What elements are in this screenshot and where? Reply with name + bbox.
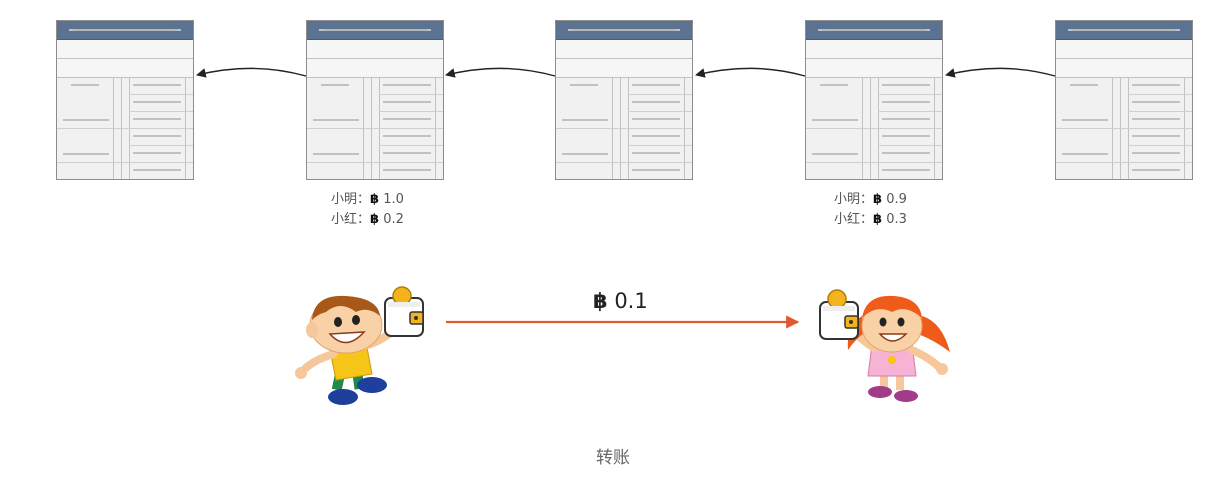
block-transaction-table: [806, 77, 942, 179]
girl-character: [845, 295, 950, 402]
balance-snapshot-1: 小明：฿ 1.0 小红：฿ 0.2: [331, 190, 404, 230]
block-transaction-table: [57, 77, 193, 179]
balance-line-xiaohong: 小红：฿ 0.3: [834, 210, 907, 230]
balance-line-xiaohong: 小红：฿ 0.2: [331, 210, 404, 230]
account-name: 小红：: [331, 212, 371, 227]
bitcoin-symbol-icon: ฿: [370, 212, 380, 227]
boy-character: [295, 295, 402, 405]
bitcoin-symbol-icon: ฿: [370, 192, 380, 207]
bitcoin-symbol-icon: ฿: [873, 212, 883, 227]
balance-snapshot-2: 小明：฿ 0.9 小红：฿ 0.3: [834, 190, 907, 230]
balance-line-xiaoming: 小明：฿ 0.9: [834, 190, 907, 210]
chain-link-arrow-4: [945, 67, 1056, 78]
balance-line-xiaoming: 小明：฿ 1.0: [331, 190, 404, 210]
bitcoin-symbol-icon: ฿: [873, 192, 883, 207]
blockchain-block-2: [306, 20, 444, 180]
block-transaction-table: [307, 77, 443, 179]
bitcoin-wallet-icon: [384, 286, 424, 337]
block-transaction-table: [1056, 77, 1192, 179]
transfer-amount: 0.1: [614, 289, 648, 313]
balance-value: 1.0: [383, 192, 404, 207]
blockchain-block-3: [555, 20, 693, 180]
balance-value: 0.3: [886, 212, 907, 227]
figure-caption: 转账: [596, 448, 630, 468]
balance-value: 0.9: [886, 192, 907, 207]
bitcoin-symbol-icon: ฿: [593, 289, 608, 313]
blockchain-block-1: [56, 20, 194, 180]
block-transaction-table: [556, 77, 692, 179]
bitcoin-wallet-icon: [819, 289, 859, 340]
blockchain-block-5: [1055, 20, 1193, 180]
chain-link-arrow-1: [196, 67, 307, 78]
account-name: 小明：: [331, 192, 371, 207]
account-name: 小明：: [834, 192, 874, 207]
chain-link-arrow-3: [695, 67, 806, 78]
account-name: 小红：: [834, 212, 874, 227]
balance-value: 0.2: [383, 212, 404, 227]
chain-link-arrow-2: [445, 67, 556, 78]
transfer-amount-label: ฿ 0.1: [593, 289, 648, 313]
blockchain-block-4: [805, 20, 943, 180]
